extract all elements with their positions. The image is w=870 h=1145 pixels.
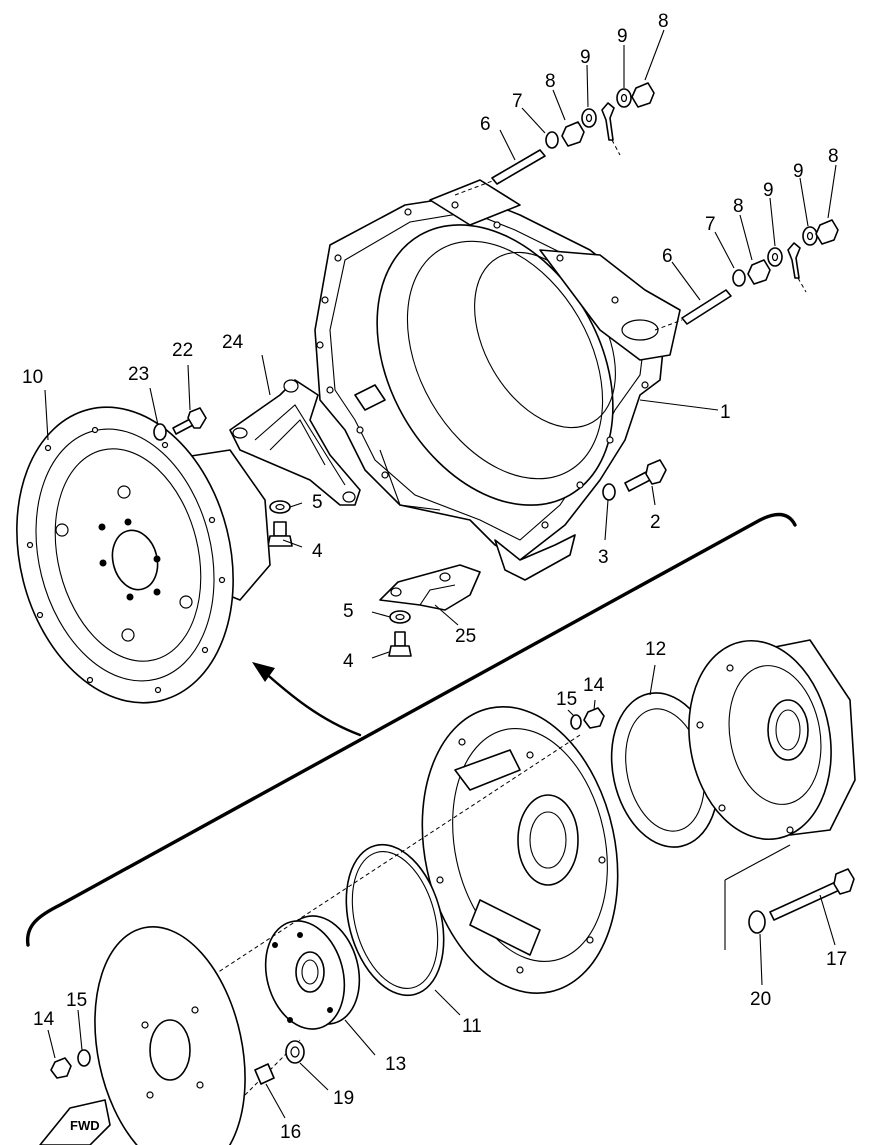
- callout-9-lower-a: 9: [763, 180, 774, 201]
- fwd-indicator: FWD: [39, 1099, 111, 1145]
- callout-11: 11: [462, 1016, 482, 1037]
- callout-16: 16: [280, 1122, 301, 1143]
- nut-14-lower: [50, 1049, 91, 1079]
- pin-16: [254, 1063, 275, 1085]
- callout-14-lower: 14: [33, 1009, 55, 1030]
- callout-25: 25: [455, 626, 476, 647]
- nut-14-upper: [570, 707, 605, 730]
- housing-bolt-2: [602, 459, 667, 501]
- bracket-bolt-lower: [388, 610, 412, 657]
- callout-4-upper: 4: [312, 541, 323, 562]
- callout-24: 24: [222, 332, 244, 353]
- callout-8-upper-b: 8: [658, 11, 669, 32]
- bracket-24: [229, 379, 361, 506]
- callout-8-upper-a: 8: [545, 71, 556, 92]
- fwd-label: FWD: [70, 1118, 100, 1133]
- callout-12: 12: [645, 639, 666, 660]
- seal-ring-11: [345, 843, 445, 997]
- drive-plate: [94, 926, 246, 1145]
- callout-3: 3: [598, 547, 609, 568]
- callout-7-upper: 7: [512, 91, 523, 112]
- callout-6-upper: 6: [480, 114, 491, 135]
- detail-separator: [25, 512, 797, 947]
- callout-2: 2: [650, 512, 661, 533]
- callout-6-lower: 6: [662, 246, 673, 267]
- callout-1: 1: [720, 402, 731, 423]
- right-stud-assembly: [654, 219, 839, 331]
- callout-13: 13: [385, 1054, 406, 1075]
- coupling-bolt-22: [153, 407, 207, 441]
- mounting-plate: [421, 705, 619, 995]
- callout-23: 23: [128, 364, 149, 385]
- flywheel-coupling-10: [16, 406, 271, 704]
- callout-labels: 1 2 3 4 5 5 4 25 24 22 23 10 6 7 8 9 9 8…: [22, 11, 847, 1143]
- upper-stud-assembly: [454, 82, 655, 196]
- washer-19: [285, 1040, 305, 1064]
- hub-13: [264, 915, 361, 1030]
- assembly-arrow: [252, 662, 362, 737]
- callout-5-upper: 5: [312, 492, 323, 513]
- callout-9-upper-a: 9: [580, 47, 591, 68]
- leader-lines: [44, 29, 837, 1119]
- callout-22: 22: [172, 340, 193, 361]
- callout-15-upper: 15: [556, 689, 577, 710]
- callout-4-lower: 4: [343, 651, 354, 672]
- callout-19: 19: [333, 1088, 354, 1109]
- callout-8-lower-a: 8: [733, 196, 744, 217]
- callout-7-lower: 7: [705, 214, 716, 235]
- callout-5-lower: 5: [343, 601, 354, 622]
- callout-17: 17: [826, 949, 847, 970]
- flywheel-housing: [314, 179, 681, 581]
- callout-9-upper-b: 9: [617, 26, 628, 47]
- bracket-25: [379, 564, 481, 611]
- callout-9-lower-b: 9: [793, 161, 804, 182]
- spline-flange: [688, 639, 856, 841]
- bolt-17-assembly: [724, 844, 855, 950]
- callout-8-lower-b: 8: [828, 146, 839, 167]
- callout-10: 10: [22, 367, 43, 388]
- callout-20: 20: [750, 989, 771, 1010]
- bracket-bolt-upper: [267, 500, 293, 547]
- callout-15-lower: 15: [66, 990, 87, 1011]
- callout-14-upper: 14: [583, 675, 605, 696]
